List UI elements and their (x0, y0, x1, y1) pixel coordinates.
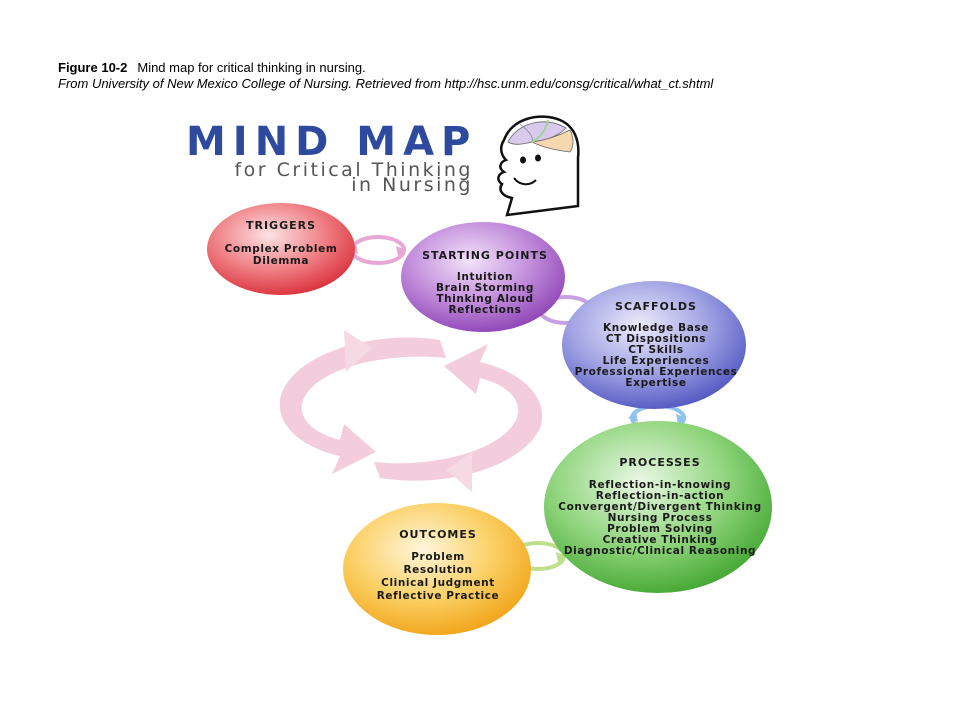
node-item: Problem (411, 551, 464, 563)
node-item: Reflective Practice (377, 590, 500, 602)
node-item: Clinical Judgment (381, 577, 495, 589)
node-triggers: TRIGGERS Complex Problem Dilemma (207, 203, 355, 295)
node-item: Creative Thinking (603, 534, 718, 546)
node-scaffolds: SCAFFOLDS Knowledge Base CT Dispositions… (562, 281, 746, 409)
node-item: CT Dispositions (606, 333, 706, 345)
node-item: CT Skills (628, 344, 684, 356)
node-item: Reflection-in-action (596, 490, 724, 502)
figure-source: From University of New Mexico College of… (58, 76, 714, 91)
node-item: Knowledge Base (603, 322, 709, 334)
node-item: Thinking Aloud (436, 293, 533, 305)
node-item: Intuition (457, 271, 513, 283)
node-processes: PROCESSES Reflection-in-knowing Reflecti… (544, 421, 772, 593)
node-starting-points: STARTING POINTS Intuition Brain Storming… (401, 222, 565, 332)
logo-subtitle-line1: for Critical Thinking (234, 159, 473, 181)
node-item: Life Experiences (603, 355, 710, 367)
node-title: SCAFFOLDS (615, 300, 697, 313)
cycle-arrows (279, 330, 543, 492)
mind-map-logo: MIND MAP for Critical Thinking in Nursin… (186, 119, 477, 196)
node-title: OUTCOMES (399, 528, 477, 541)
node-title: PROCESSES (619, 456, 700, 469)
node-item: Expertise (625, 377, 686, 389)
connector-triggers-starting (348, 235, 406, 265)
node-item: Complex Problem (225, 243, 338, 255)
node-item: Brain Storming (436, 282, 534, 294)
node-outcomes: OUTCOMES Problem Resolution Clinical Jud… (343, 503, 531, 635)
node-item: Reflections (449, 304, 522, 316)
node-item: Problem Solving (607, 523, 713, 535)
node-title: TRIGGERS (246, 219, 316, 232)
figure-caption: Figure 10-2 Mind map for critical thinkin… (58, 60, 938, 92)
head-icon (497, 115, 580, 217)
node-item: Resolution (403, 564, 472, 576)
node-title: STARTING POINTS (422, 249, 548, 262)
figure-title: Mind map for critical thinking in nursin… (137, 60, 366, 75)
node-item: Reflection-in-knowing (589, 479, 731, 491)
logo-subtitle-line2: in Nursing (351, 174, 473, 196)
node-item: Nursing Process (608, 512, 713, 524)
node-item: Dilemma (253, 255, 309, 267)
figure-label: Figure 10-2 (58, 60, 128, 75)
node-item: Professional Experiences (575, 366, 738, 378)
node-item: Diagnostic/Clinical Reasoning (564, 545, 756, 557)
node-item: Convergent/Divergent Thinking (558, 501, 761, 513)
logo-title: MIND MAP (186, 119, 477, 165)
